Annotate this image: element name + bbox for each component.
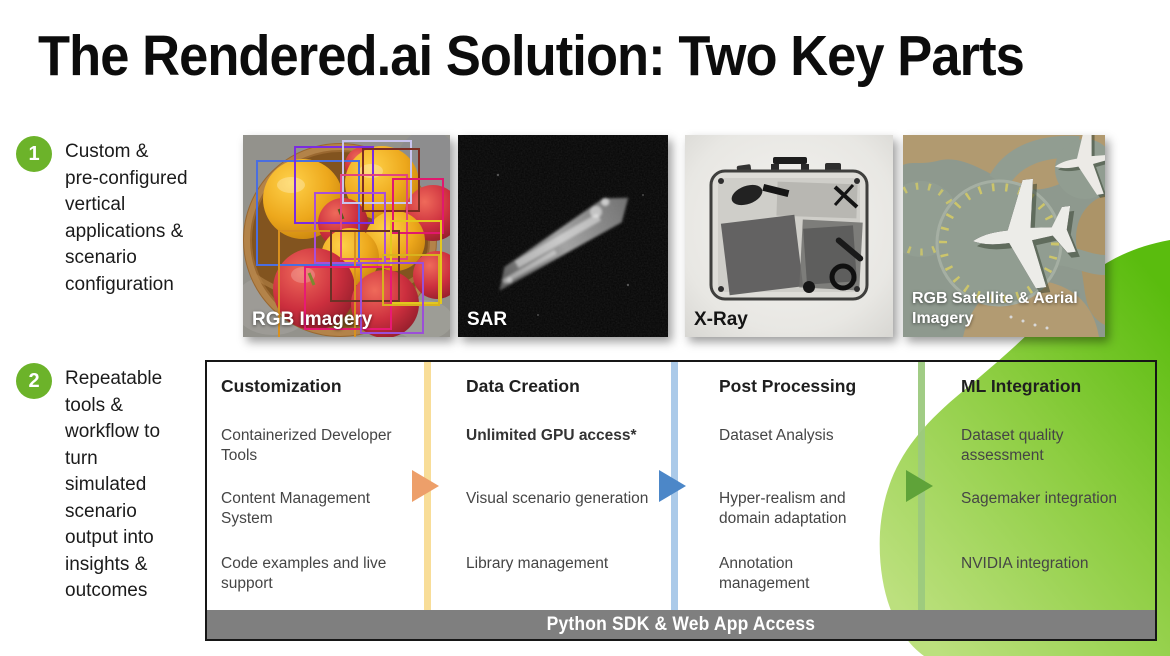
satellite-imagery-image: RGB Satellite & Aerial Imagery xyxy=(903,135,1105,337)
data-creation-item: Visual scenario generation xyxy=(466,490,649,507)
flow-arrow-green-icon xyxy=(906,470,933,502)
flow-arrow-blue-icon xyxy=(659,470,686,502)
page-title: The Rendered.ai Solution: Two Key Parts xyxy=(38,24,1025,88)
customization-item: Content Management System xyxy=(221,490,371,527)
column-ml-integration: ML Integration Dataset quality assessmen… xyxy=(961,362,1141,610)
sar-label: SAR xyxy=(467,309,508,330)
column-post-processing-header: Post Processing xyxy=(719,376,857,396)
part-2-number-badge: 2 xyxy=(16,363,52,399)
xray-label: X-Ray xyxy=(694,309,748,330)
ml-integration-item: Dataset quality assessment xyxy=(961,427,1064,464)
customization-item: Code examples and live support xyxy=(221,555,387,592)
part-2-number: 2 xyxy=(28,369,40,392)
rgb-imagery-image: RGB Imagery xyxy=(243,135,450,337)
part-1-description: Custom & pre-configured vertical applica… xyxy=(65,141,188,295)
rgb-imagery-label: RGB Imagery xyxy=(252,309,373,330)
column-post-processing: Post Processing Dataset Analysis Hyper-r… xyxy=(719,362,887,610)
ship-return xyxy=(499,197,629,291)
data-creation-item: Library management xyxy=(466,555,609,572)
post-processing-item: Hyper-realism and domain adaptation xyxy=(719,490,847,527)
xray-image: X-Ray xyxy=(685,135,893,337)
xray-suitcase-illustration xyxy=(685,135,893,337)
python-sdk-access-bar: Python SDK & Web App Access xyxy=(207,610,1155,639)
satellite-imagery-label: RGB Satellite & Aerial Imagery xyxy=(912,290,1078,327)
column-data-creation-header: Data Creation xyxy=(466,376,580,396)
data-creation-item: Unlimited GPU access* xyxy=(466,427,637,444)
column-customization: Customization Containerized Developer To… xyxy=(221,362,399,610)
part-1-number-badge: 1 xyxy=(16,136,52,172)
sar-ship-illustration xyxy=(458,135,668,337)
apples-detection-illustration xyxy=(243,135,450,337)
python-sdk-access-label: Python SDK & Web App Access xyxy=(546,613,816,635)
workflow-panel: Customization Containerized Developer To… xyxy=(205,360,1157,641)
bounding-boxes xyxy=(256,140,444,337)
column-customization-header: Customization xyxy=(221,376,342,396)
sar-image: SAR xyxy=(458,135,668,337)
flow-arrow-orange-icon xyxy=(412,470,439,502)
customization-item: Containerized Developer Tools xyxy=(221,427,392,464)
post-processing-item: Annotation management xyxy=(719,555,810,592)
part-2-description: Repeatable tools & workflow to turn simu… xyxy=(65,368,163,601)
post-processing-item: Dataset Analysis xyxy=(719,427,834,444)
ml-integration-item: Sagemaker integration xyxy=(961,490,1117,507)
ml-integration-item: NVIDIA integration xyxy=(961,555,1089,572)
part-1-number: 1 xyxy=(28,142,40,165)
column-ml-integration-header: ML Integration xyxy=(961,376,1082,396)
column-data-creation: Data Creation Unlimited GPU access* Visu… xyxy=(466,362,658,610)
aerial-airport-illustration xyxy=(903,135,1105,337)
